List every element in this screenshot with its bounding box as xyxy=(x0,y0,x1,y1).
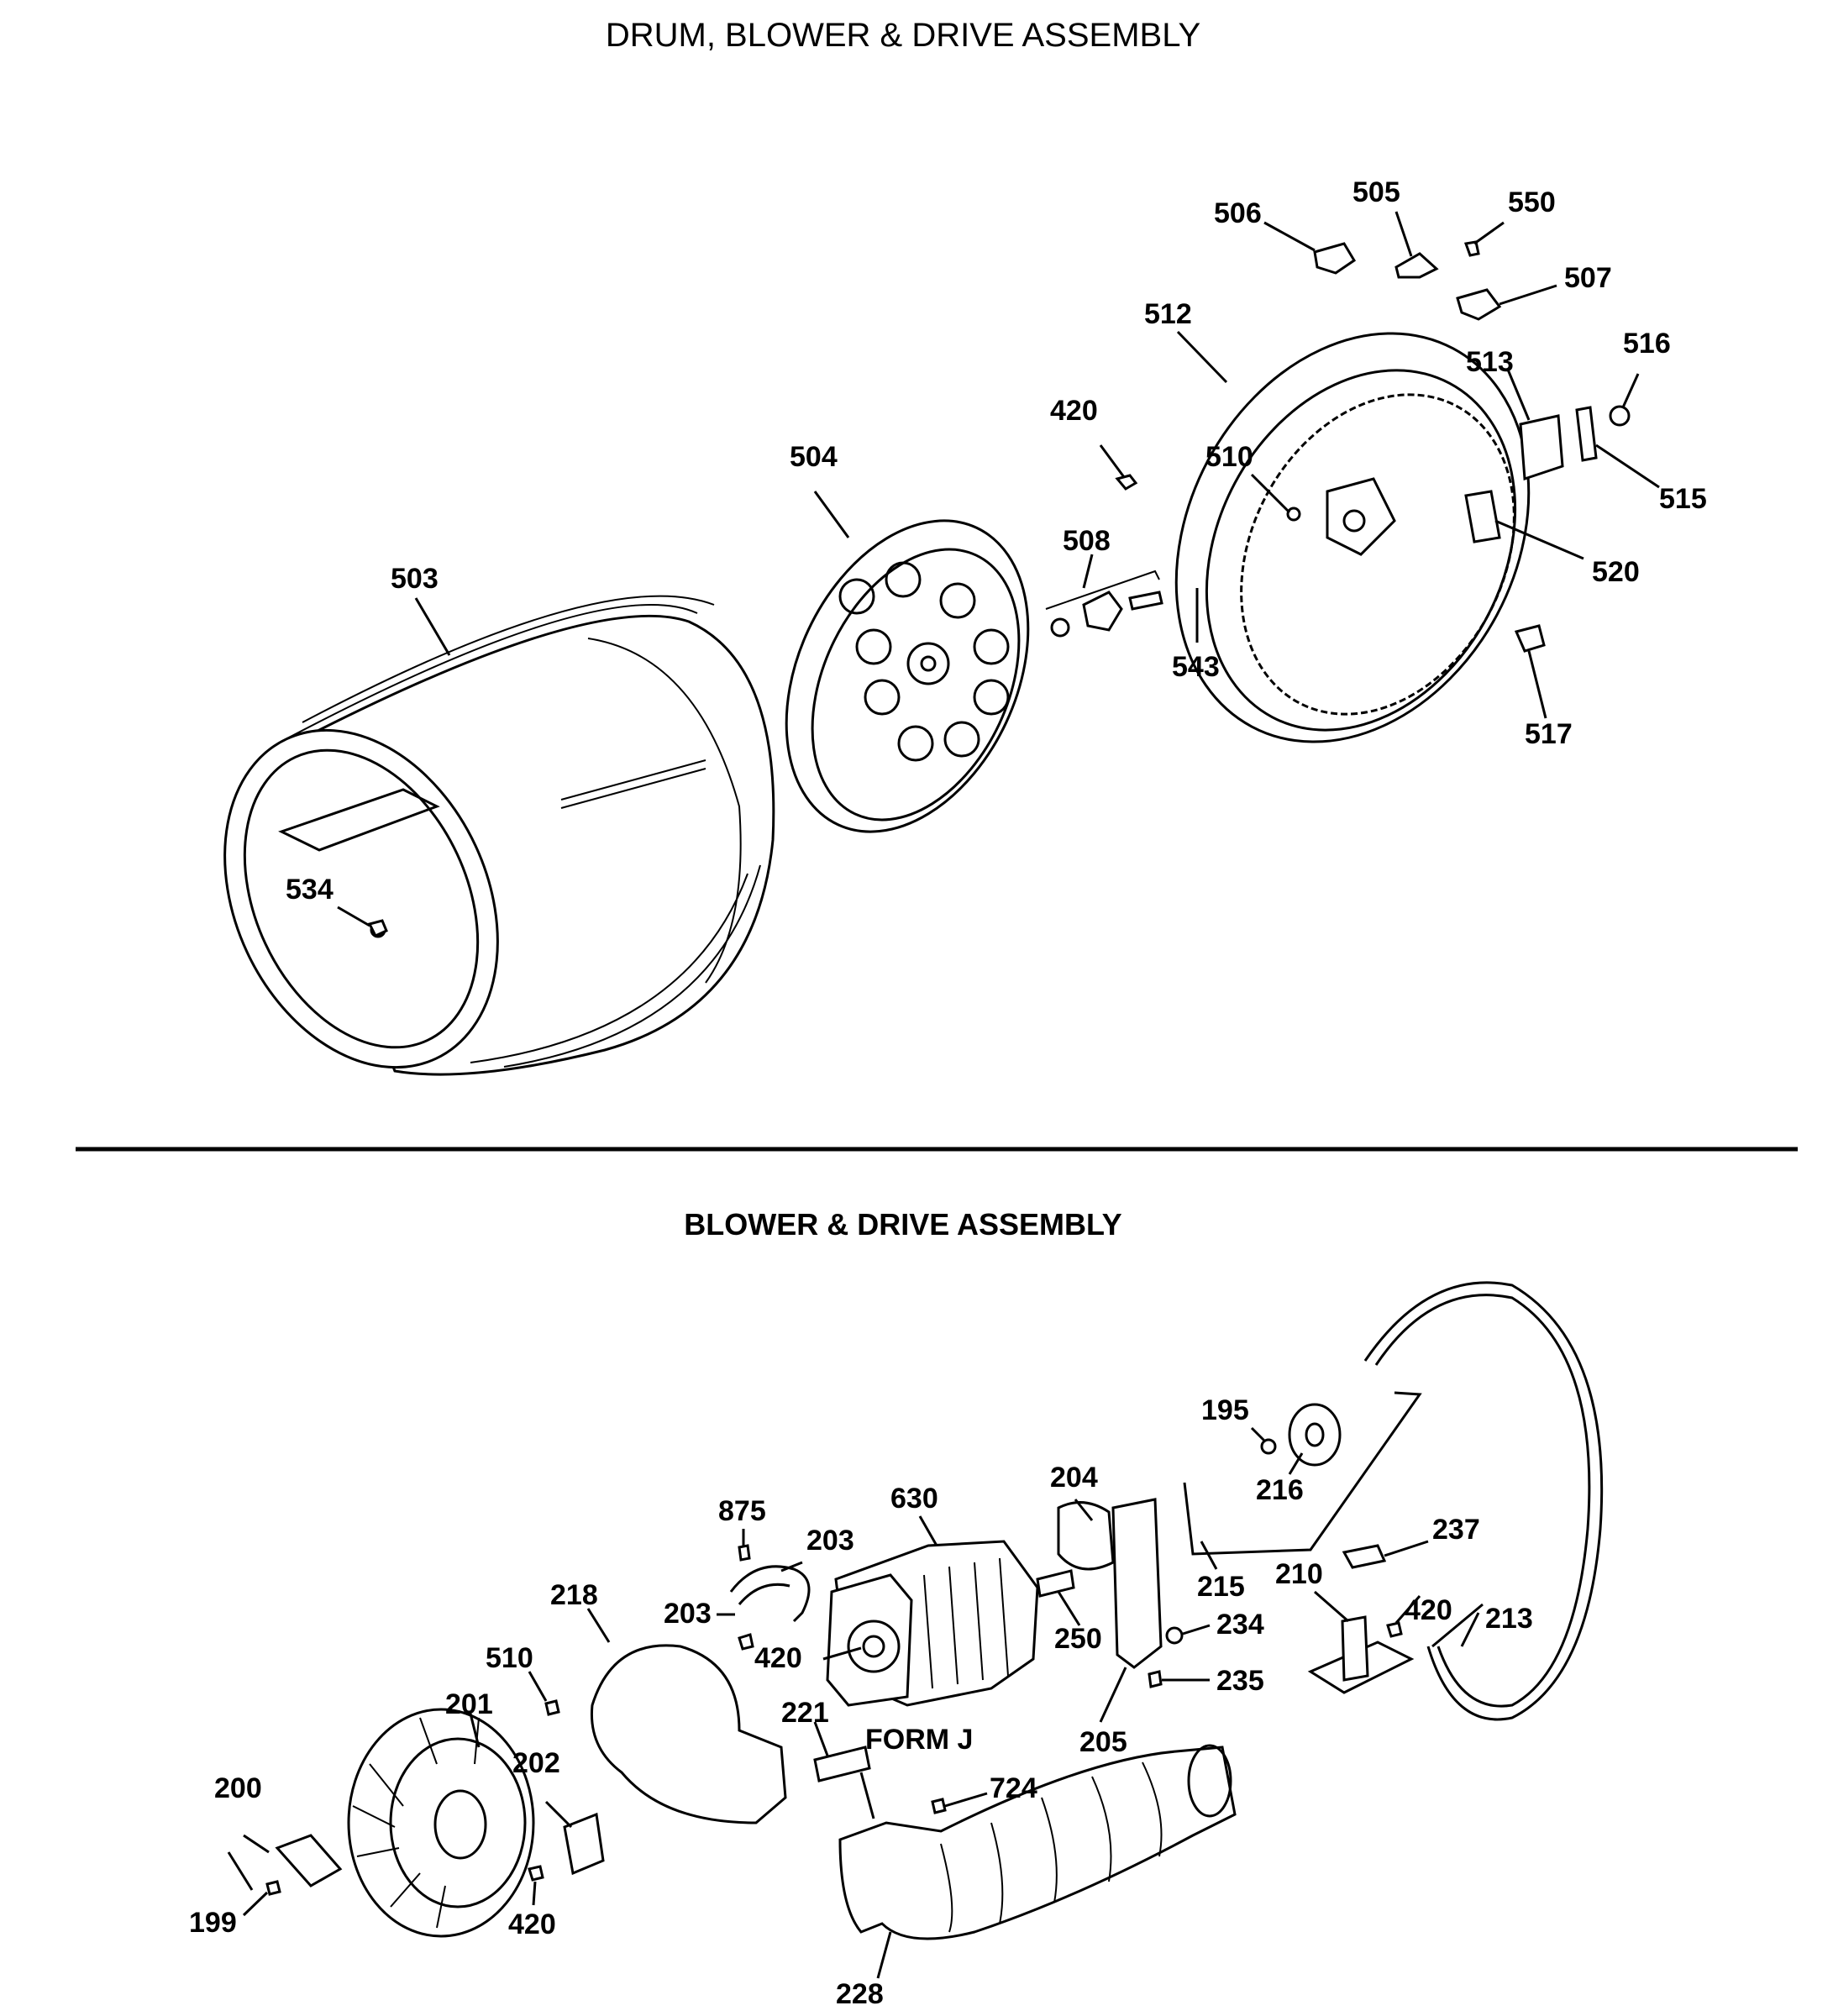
screw-part-199 xyxy=(265,1880,281,1896)
switch-part-210 xyxy=(1307,1615,1415,1694)
callout-543: 543 xyxy=(1172,651,1220,683)
nut-part-516 xyxy=(1609,405,1631,427)
callout-513: 513 xyxy=(1466,346,1514,378)
callout-228: 228 xyxy=(836,1978,884,2010)
bracket-part-513 xyxy=(1519,414,1564,481)
callout-237: 237 xyxy=(1432,1514,1480,1546)
rear-bulkhead-part-512 xyxy=(1174,332,1531,743)
drum-part-503 xyxy=(223,595,775,1076)
callout-510-top: 510 xyxy=(1205,441,1253,473)
screw-part-724 xyxy=(931,1798,947,1814)
callout-215: 215 xyxy=(1197,1571,1245,1603)
clamp-part-203 xyxy=(729,1565,811,1623)
motor-part-630 xyxy=(822,1540,1075,1707)
callout-420-top: 420 xyxy=(1050,395,1098,427)
callout-517: 517 xyxy=(1525,718,1573,750)
callout-199: 199 xyxy=(189,1907,237,1939)
callout-724: 724 xyxy=(990,1772,1037,1804)
callout-504: 504 xyxy=(790,441,838,473)
callout-550: 550 xyxy=(1508,186,1556,218)
screw-part-235 xyxy=(1148,1670,1163,1688)
nut-part-234 xyxy=(1165,1626,1184,1645)
clamp-part-203-b xyxy=(738,1583,790,1605)
callout-205: 205 xyxy=(1079,1726,1127,1758)
bottom-leader-lines xyxy=(227,1426,1484,1979)
screw-part-510 xyxy=(544,1699,560,1716)
callout-420-clamp: 420 xyxy=(754,1642,802,1674)
sensor-part-506 xyxy=(1313,242,1357,275)
callout-420-switch: 420 xyxy=(1405,1594,1452,1626)
callout-512: 512 xyxy=(1144,298,1192,330)
callout-203-upper: 203 xyxy=(806,1525,854,1557)
callout-420-lower: 420 xyxy=(508,1908,556,1940)
bulkhead-part-504 xyxy=(785,519,1030,833)
callout-630: 630 xyxy=(890,1483,938,1515)
sensor-part-507 xyxy=(1456,288,1502,321)
screw-part-875 xyxy=(738,1544,751,1562)
screw-part-420-clamp xyxy=(738,1633,754,1651)
blower-housing-part-218 xyxy=(590,1644,787,1824)
callout-503: 503 xyxy=(391,563,439,595)
callout-507: 507 xyxy=(1564,262,1612,294)
callout-508: 508 xyxy=(1063,525,1111,557)
bearing-part-508 xyxy=(1045,570,1163,638)
callout-875: 875 xyxy=(718,1495,766,1527)
callout-510-bottom: 510 xyxy=(486,1642,533,1674)
callout-202: 202 xyxy=(512,1747,560,1779)
pulley-part-216 xyxy=(1288,1403,1342,1467)
nut-part-195 xyxy=(1260,1438,1277,1455)
callout-506: 506 xyxy=(1214,197,1262,229)
callout-235: 235 xyxy=(1216,1665,1264,1697)
clip-part-237 xyxy=(1342,1544,1387,1569)
duct-part-228 xyxy=(838,1744,1237,1940)
clip-part-515 xyxy=(1575,406,1598,462)
callout-218: 218 xyxy=(550,1579,598,1611)
screw-part-420-lower xyxy=(528,1865,544,1882)
thermostat-part-200 xyxy=(275,1834,343,1887)
callout-221: 221 xyxy=(781,1697,829,1729)
callout-200: 200 xyxy=(214,1772,262,1804)
sensor-part-505 xyxy=(1394,252,1439,279)
screw-part-550 xyxy=(1463,240,1480,257)
part-517 xyxy=(1514,624,1546,653)
callout-201: 201 xyxy=(445,1688,493,1720)
callout-203-lower: 203 xyxy=(664,1598,712,1630)
screw-part-534 xyxy=(367,919,388,937)
impeller-part-201 xyxy=(347,1708,535,1938)
section-subtitle: BLOWER & DRIVE ASSEMBLY xyxy=(684,1207,1121,1242)
callout-516: 516 xyxy=(1623,328,1671,360)
hinge-part-520 xyxy=(1464,490,1501,543)
callout-210: 210 xyxy=(1275,1558,1323,1590)
callout-534: 534 xyxy=(286,874,334,906)
callout-195: 195 xyxy=(1201,1394,1249,1426)
callout-250: 250 xyxy=(1054,1623,1102,1655)
callout-505: 505 xyxy=(1352,176,1400,208)
screw-part-420-switch xyxy=(1386,1621,1403,1638)
callout-204: 204 xyxy=(1050,1462,1098,1494)
clip-part-204 xyxy=(1057,1501,1115,1571)
callout-520: 520 xyxy=(1592,556,1640,588)
callout-213: 213 xyxy=(1485,1603,1533,1635)
top-leader-lines xyxy=(337,211,1660,927)
belt-part-213 xyxy=(1363,1281,1604,1721)
label-part-221 xyxy=(813,1746,875,1819)
callout-515: 515 xyxy=(1659,483,1707,515)
diagram-title: DRUM, BLOWER & DRIVE ASSEMBLY xyxy=(606,17,1200,54)
idler-arm-part-215 xyxy=(1183,1391,1422,1556)
part-202 xyxy=(563,1812,605,1876)
bracket-part-205 xyxy=(1111,1498,1163,1669)
screw-part-420-top xyxy=(1115,474,1138,491)
callout-216: 216 xyxy=(1256,1474,1304,1506)
form-label: FORM J xyxy=(865,1724,973,1756)
callout-234: 234 xyxy=(1216,1609,1264,1641)
